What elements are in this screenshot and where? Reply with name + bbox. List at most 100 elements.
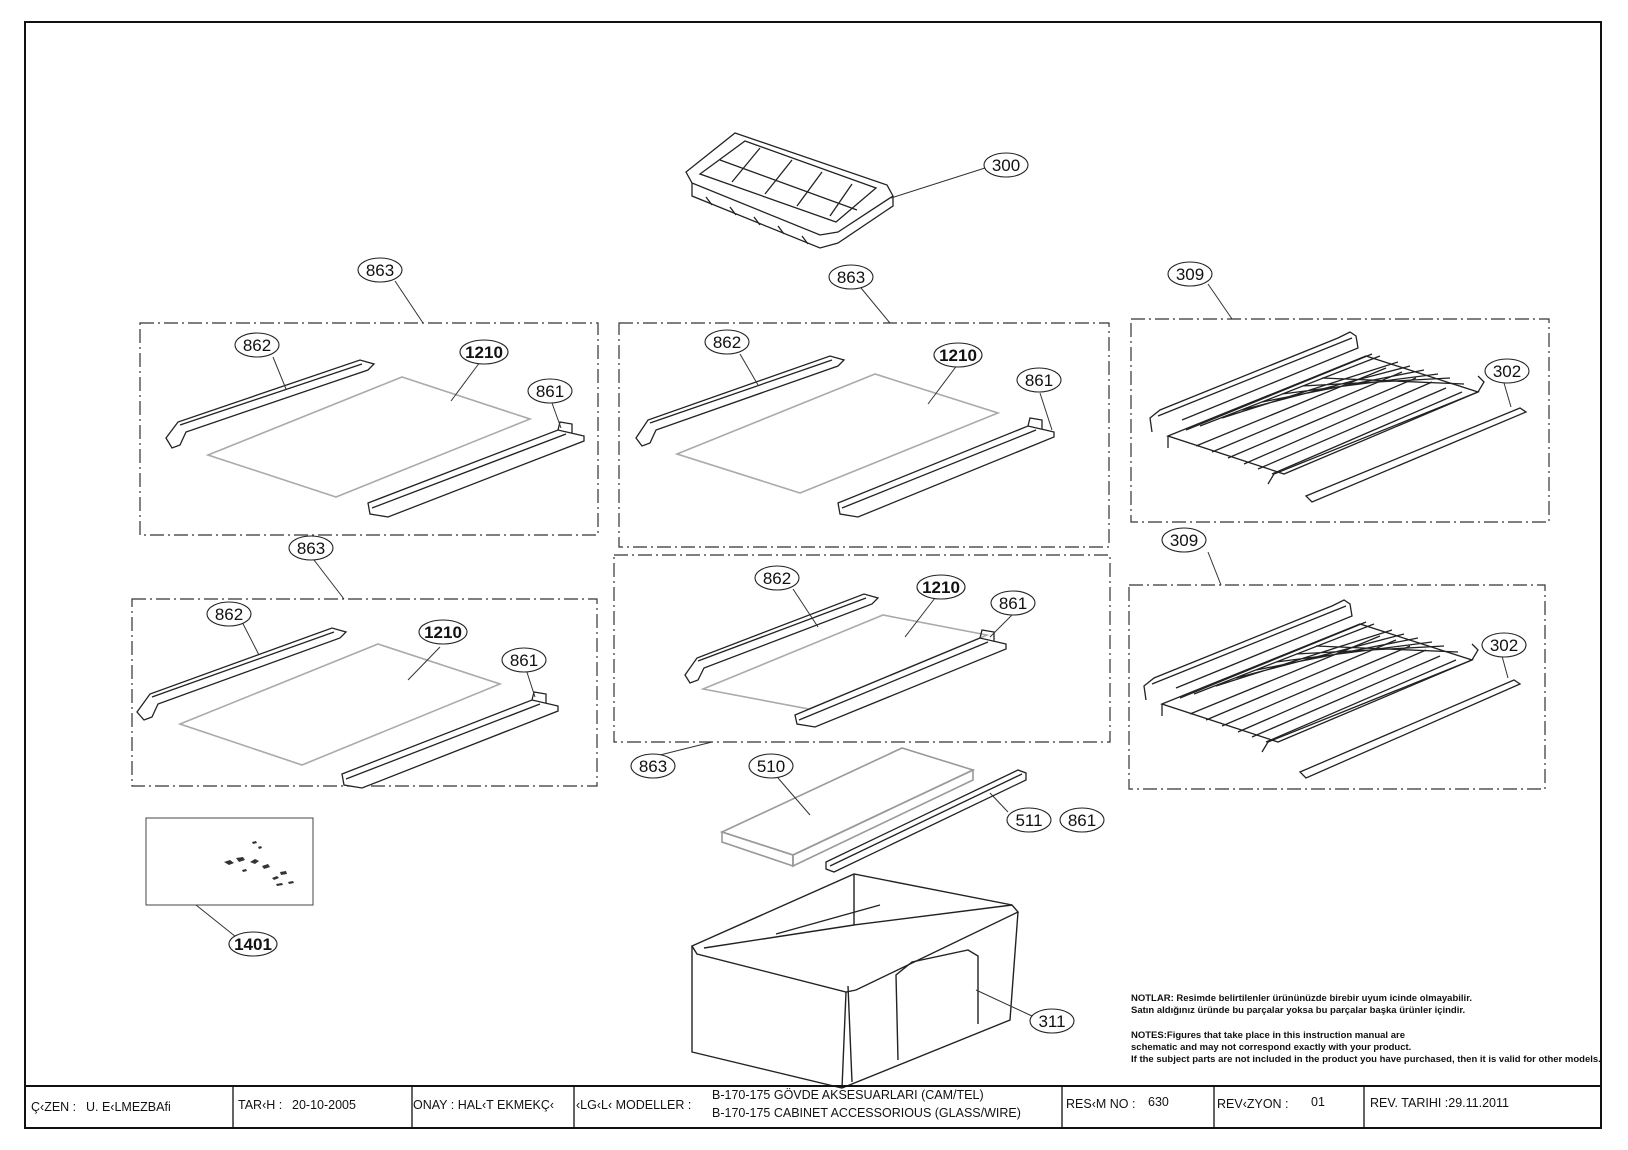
callout-ellipse bbox=[754, 565, 800, 591]
callout-863: 863 bbox=[288, 535, 334, 561]
callout-311: 311 bbox=[1029, 1008, 1075, 1034]
callout-862: 862 bbox=[234, 332, 280, 358]
callout-510: 510 bbox=[748, 753, 794, 779]
callout-862: 862 bbox=[206, 601, 252, 627]
callout-label: 309 bbox=[1176, 265, 1204, 284]
drawing-title-tr: B-170-175 GÖVDE AKSESUARLARI (CAM/TEL) bbox=[712, 1088, 984, 1102]
callout-861: 861 bbox=[501, 647, 547, 673]
note-en-line1: NOTES:Figures that take place in this in… bbox=[1131, 1030, 1405, 1041]
callout-ellipse bbox=[1484, 358, 1530, 384]
revision-value: 01 bbox=[1311, 1095, 1325, 1109]
callout-ellipse bbox=[228, 931, 278, 957]
callout-ellipse bbox=[418, 619, 468, 645]
callout-ellipse bbox=[933, 342, 983, 368]
callout-861: 861 bbox=[990, 590, 1036, 616]
callout-ellipse bbox=[288, 535, 334, 561]
callout-ellipse bbox=[828, 264, 874, 290]
callout-ellipse bbox=[704, 329, 750, 355]
notes-block: NOTLAR: Resimde belirtilenler ürününüzde… bbox=[1131, 993, 1601, 1065]
callout-863: 863 bbox=[357, 257, 403, 283]
callout-861: 861 bbox=[527, 378, 573, 404]
callout-label: 862 bbox=[763, 569, 791, 588]
drawing-title-en: B-170-175 CABINET ACCESSORIOUS (GLASS/WI… bbox=[712, 1106, 1021, 1120]
callout-label: 862 bbox=[713, 333, 741, 352]
drawing-number-label: RES‹M NO : bbox=[1066, 1097, 1135, 1111]
callout-label: 863 bbox=[297, 539, 325, 558]
callout-label: 510 bbox=[757, 757, 785, 776]
callout-861: 861 bbox=[1016, 367, 1062, 393]
callout-ellipse bbox=[501, 647, 547, 673]
crisper-cover-glass bbox=[719, 747, 976, 868]
wire-shelf-2 bbox=[1143, 599, 1479, 753]
ice-tray-part bbox=[685, 132, 894, 249]
callout-ellipse bbox=[527, 378, 573, 404]
callout-302: 302 bbox=[1484, 358, 1530, 384]
callout-label: 1210 bbox=[465, 343, 503, 362]
callout-862: 862 bbox=[754, 565, 800, 591]
callout-label: 1210 bbox=[424, 623, 462, 642]
crisper-rail bbox=[825, 769, 1027, 873]
date-value: 20-10-2005 bbox=[292, 1098, 356, 1112]
crisper-drawer bbox=[690, 873, 1020, 1089]
drawing-border bbox=[24, 21, 1602, 1129]
callout-861: 861 bbox=[1059, 807, 1105, 833]
callout-ellipse bbox=[1059, 807, 1105, 833]
callout-ellipse bbox=[1167, 261, 1213, 287]
callout-label: 511 bbox=[1015, 811, 1042, 830]
callout-ellipse bbox=[459, 339, 509, 365]
callout-label: 863 bbox=[366, 261, 394, 280]
wire-shelf-rail-2 bbox=[1298, 679, 1522, 779]
callout-label: 309 bbox=[1170, 531, 1198, 550]
drawing-number-value: 630 bbox=[1148, 1095, 1169, 1109]
callout-ellipse bbox=[1006, 807, 1052, 833]
callout-label: 863 bbox=[639, 757, 667, 776]
callout-layer: 300 863 862 1210 861 863 862 1210 861 309 302 863 86… bbox=[206, 152, 1530, 1034]
callout-label: 862 bbox=[215, 605, 243, 624]
callout-ellipse bbox=[1029, 1008, 1075, 1034]
callout-label: 863 bbox=[837, 268, 865, 287]
callout-1401: 1401 bbox=[228, 931, 278, 957]
wire-shelf-1 bbox=[1149, 331, 1485, 485]
callout-862: 862 bbox=[704, 329, 750, 355]
callout-label: 302 bbox=[1493, 362, 1521, 381]
callout-label: 300 bbox=[992, 156, 1020, 175]
models-label: ‹LG‹L‹ MODELLER : bbox=[576, 1098, 691, 1112]
callout-ellipse bbox=[1016, 367, 1062, 393]
callout-label: 1401 bbox=[234, 935, 272, 954]
callout-label: 862 bbox=[243, 336, 271, 355]
shelf-group-box-1 bbox=[139, 322, 599, 536]
callout-label: 302 bbox=[1490, 636, 1518, 655]
drawn-by-value: U. E‹LMEZBAfi bbox=[86, 1100, 171, 1114]
callout-ellipse bbox=[983, 152, 1029, 178]
callout-label: 861 bbox=[999, 594, 1027, 613]
callout-ellipse bbox=[234, 332, 280, 358]
callout-ellipse bbox=[357, 257, 403, 283]
approval: ONAY : HAL‹T EKMEKÇ‹ bbox=[413, 1098, 554, 1112]
glass-shelf-assembly-4 bbox=[684, 593, 1007, 728]
callout-label: 861 bbox=[536, 382, 564, 401]
callout-label: 861 bbox=[1025, 371, 1053, 390]
callout-ellipse bbox=[1481, 632, 1527, 658]
callout-label: 1210 bbox=[939, 346, 977, 365]
note-en-line2: schematic and may not correspond exactly… bbox=[1131, 1042, 1411, 1053]
callout-ellipse bbox=[630, 753, 676, 779]
callout-ellipse bbox=[206, 601, 252, 627]
callout-ellipse bbox=[1161, 527, 1207, 553]
callout-1210: 1210 bbox=[933, 342, 983, 368]
title-block: Ç‹ZEN : U. E‹LMEZBAfi TAR‹H : 20-10-2005… bbox=[25, 1085, 1601, 1128]
callout-label: 861 bbox=[510, 651, 538, 670]
callout-label: 861 bbox=[1068, 811, 1096, 830]
callout-300: 300 bbox=[983, 152, 1029, 178]
callout-863: 863 bbox=[630, 753, 676, 779]
callout-1210: 1210 bbox=[916, 574, 966, 600]
callout-ellipse bbox=[748, 753, 794, 779]
callout-309: 309 bbox=[1167, 261, 1213, 287]
callout-1210: 1210 bbox=[459, 339, 509, 365]
shelf-group-box-3 bbox=[131, 598, 598, 787]
revision-label: REV‹ZYON : bbox=[1217, 1097, 1289, 1111]
date-label: TAR‹H : bbox=[238, 1098, 282, 1112]
wire-shelf-box-2 bbox=[1128, 584, 1546, 790]
note-en-line3: If the subject parts are not included in… bbox=[1131, 1054, 1601, 1065]
